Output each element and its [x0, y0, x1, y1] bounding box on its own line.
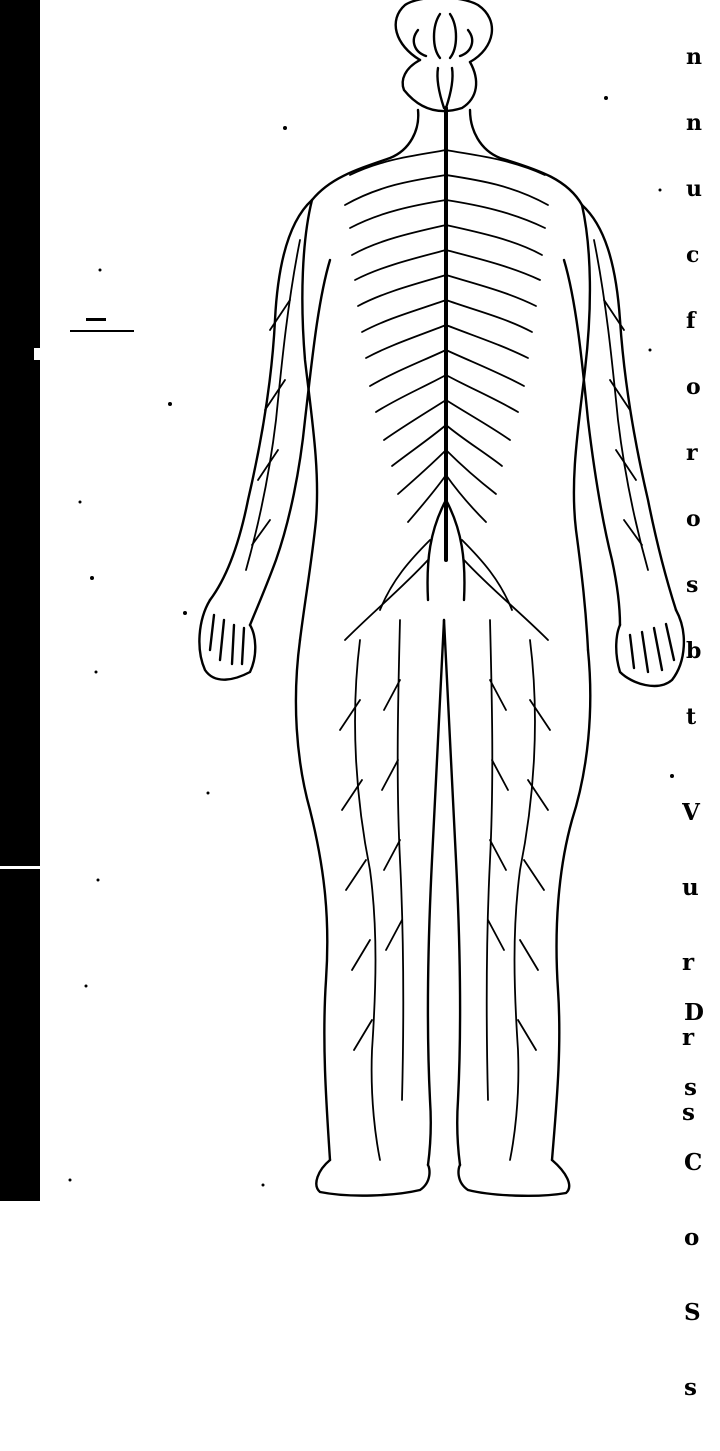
text-line: u: [686, 178, 720, 200]
text-line: f: [686, 310, 720, 332]
text-line: s: [684, 1375, 718, 1400]
text-line: n: [686, 46, 720, 68]
text-line: C: [684, 1150, 718, 1175]
head-outline: [396, 0, 492, 62]
text-line: n: [686, 112, 720, 134]
text-line: D: [684, 1000, 718, 1025]
text-line: t: [686, 706, 720, 728]
text-line: o: [686, 376, 720, 398]
brain-outline: [434, 14, 456, 58]
right-hand: [616, 610, 684, 686]
text-line: b: [686, 640, 720, 662]
text-line: o: [684, 1225, 718, 1250]
text-line: s: [684, 1075, 718, 1100]
margin-text-top: n n u c f o r o s b t: [686, 2, 720, 772]
text-line: r: [686, 442, 720, 464]
text-line: s: [686, 574, 720, 596]
margin-text-bottom: D s C o S s: [684, 950, 720, 1450]
text-line: o: [686, 508, 720, 530]
left-foot: [316, 1160, 429, 1196]
text-line: c: [686, 244, 720, 266]
scanned-page: n n u c f o r o s b t V u r r s D s C o …: [0, 0, 720, 1201]
right-foot: [458, 1160, 569, 1196]
text-line: S: [684, 1300, 718, 1325]
torso-right: [574, 205, 590, 650]
nervous-system-figure: [150, 0, 710, 1201]
text-line: V: [682, 800, 716, 825]
torso-left: [300, 200, 317, 640]
text-line: u: [682, 875, 716, 900]
left-hand: [199, 600, 255, 680]
